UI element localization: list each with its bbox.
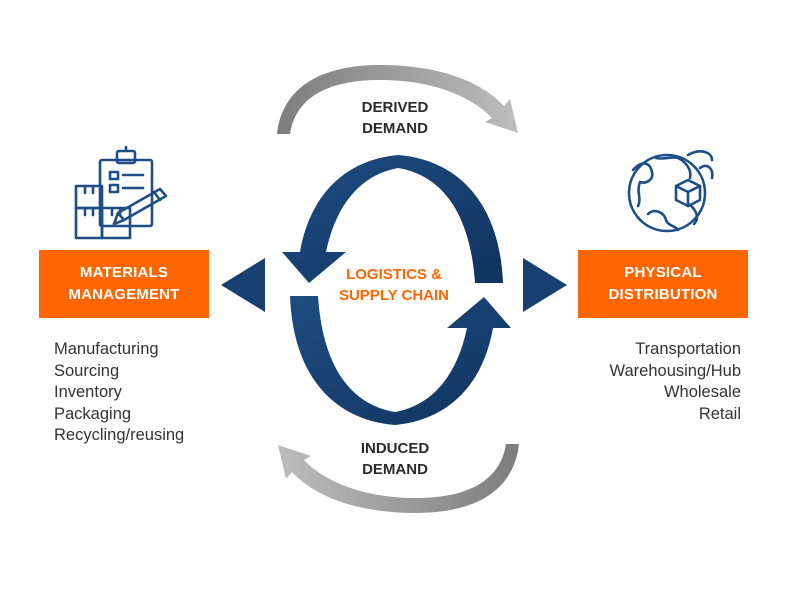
induced-demand-line2: DEMAND [362, 461, 428, 478]
list-item: Retail [698, 404, 741, 423]
derived-demand-line1: DERIVED [361, 99, 429, 116]
supply-chain-loop [282, 155, 511, 425]
left-pointer-triangle [221, 258, 265, 312]
derived-demand-label: DERIVED DEMAND [340, 97, 450, 139]
clipboard-boxes-pen-icon [74, 145, 168, 240]
materials-management-list: Manufacturing Sourcing Inventory Packagi… [54, 339, 184, 447]
list-item: Transportation [635, 340, 741, 358]
list-item: Manufacturing [54, 340, 159, 358]
logistics-supply-chain-label: LOGISTICS & SUPPLY CHAIN [330, 264, 458, 306]
induced-demand-line1: INDUCED [360, 440, 430, 457]
center-line1: LOGISTICS & [346, 266, 442, 283]
derived-demand-arrow [277, 65, 518, 134]
center-line2: SUPPLY CHAIN [338, 287, 450, 304]
materials-management-line1: MATERIALS [79, 264, 169, 281]
list-item: Wholesale [663, 383, 741, 401]
list-item: Packaging [54, 404, 132, 423]
physical-distribution-line1: PHYSICAL [624, 264, 702, 281]
physical-distribution-line2: DISTRIBUTION [608, 286, 718, 303]
induced-demand-label: INDUCED DEMAND [340, 438, 450, 480]
globe-package-icon [627, 150, 714, 233]
list-item: Inventory [54, 383, 122, 401]
list-item: Warehousing/Hub [609, 361, 741, 380]
physical-distribution-box: PHYSICAL DISTRIBUTION [578, 250, 748, 318]
physical-distribution-list: Transportation Warehousing/Hub Wholesale… [610, 339, 741, 425]
right-pointer-triangle [523, 258, 567, 312]
materials-management-box: MATERIALS MANAGEMENT [39, 250, 209, 318]
induced-demand-arrow [278, 444, 519, 513]
list-item: Recycling/reusing [54, 426, 185, 444]
derived-demand-line2: DEMAND [362, 120, 428, 137]
list-item: Sourcing [54, 361, 120, 380]
materials-management-line2: MANAGEMENT [68, 286, 180, 303]
